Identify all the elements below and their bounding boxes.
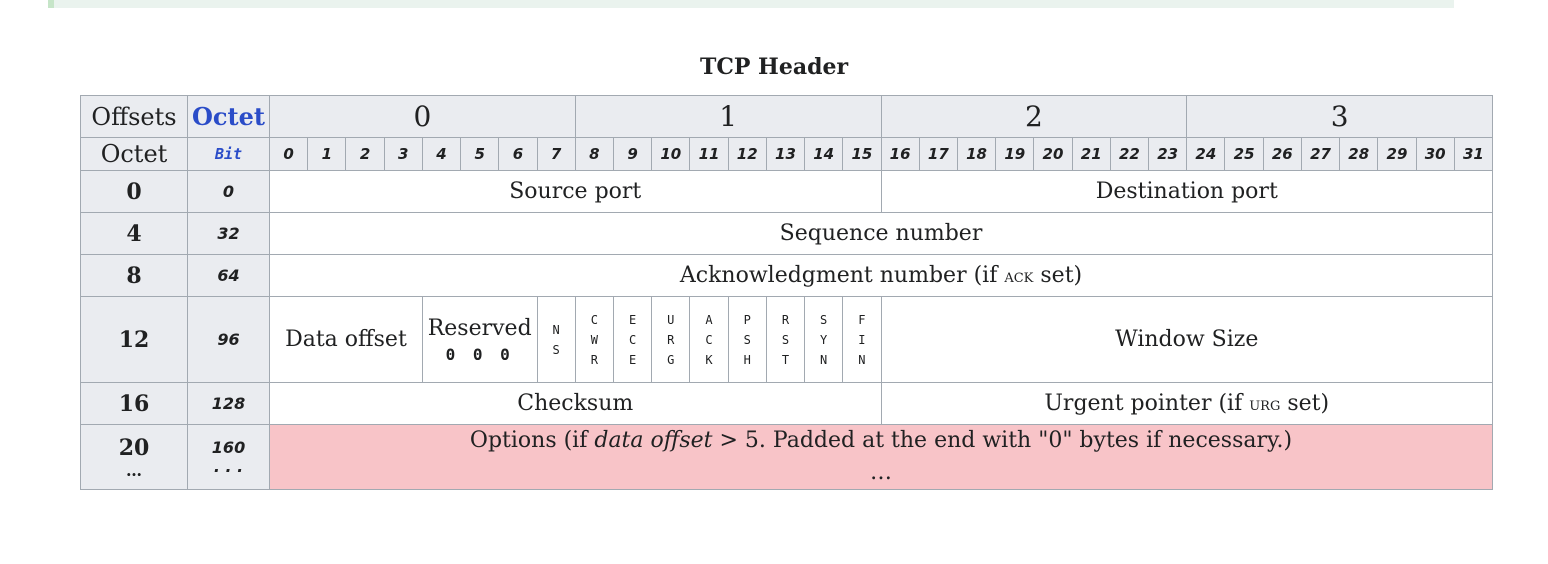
bit-number: 1 [307,137,347,171]
bit-number: 26 [1262,137,1302,171]
reserved-label: Reserved [427,315,532,341]
ack-text: Acknowledgment number (if [679,263,1005,288]
row-octet-8: 8 64 Acknowledgment number (if ack set) [80,254,1493,297]
ack-text-end: set) [1033,263,1083,288]
field-options: Options (if data offset > 5. Padded at t… [269,424,1493,490]
header-row-octets: Offsets Octet 0 1 2 3 [80,95,1493,138]
field-acknowledgment-number: Acknowledgment number (if ack set) [269,254,1493,297]
urg-flag-abbr: urg [1249,394,1281,415]
bit-number: 27 [1300,137,1341,171]
bit-number: 9 [612,137,653,171]
row-octet-20: 20… 160. . . Options (if data offset > 5… [80,424,1493,490]
bit-number: 0 [268,137,309,171]
row-bit-offset: 160. . . [187,424,270,490]
octet-group-3: 3 [1186,95,1493,138]
options-text: Options (if [469,428,595,453]
offsets-label: Offsets [80,95,188,138]
bit-number: 19 [995,137,1035,171]
header-row-bits: Octet Bit 0 1 2 3 4 5 6 7 8 9 10 11 12 1… [80,137,1494,171]
urg-text: Urgent pointer (if [1044,391,1250,416]
field-window-size: Window Size [880,296,1493,383]
octet-link[interactable]: Octet [187,95,270,138]
bit-number: 6 [498,137,538,171]
row-bit-offset: 96 [187,296,270,383]
bit-number: 22 [1109,137,1150,171]
bit-number: 11 [689,137,729,171]
bit-number: 4 [421,137,462,171]
bit-number: 12 [727,137,767,171]
row-octet-16: 16 128 Checksum Urgent pointer (if urg s… [80,382,1493,425]
row-octet-offset: 4 [80,212,188,255]
row-octet-offset: 8 [80,254,188,297]
row-bit-offset: 64 [187,254,270,297]
bit-number: 28 [1339,137,1379,171]
row-bit-offset: 0 [187,170,270,213]
row-bit-offset: 32 [187,212,270,255]
bit-number: 18 [956,137,997,171]
bit-number: 30 [1415,137,1455,171]
urg-text-end: set) [1280,391,1330,416]
bit-number: 14 [804,137,844,171]
options-text-end: > 5. Padded at the end with "0" bytes if… [712,428,1293,453]
bit-number: 7 [536,137,576,171]
table-caption: TCP Header [699,54,849,80]
tcp-header-table: Offsets Octet 0 1 2 3 Octet Bit 0 1 2 3 … [80,95,1494,490]
options-continued: … [870,460,892,485]
octet-group-1: 1 [574,95,882,138]
row-octet-4: 4 32 Sequence number [80,212,1493,255]
bit-number: 10 [651,137,691,171]
options-data-offset: data offset [594,428,713,453]
field-data-offset: Data offset [269,296,423,383]
field-source-port: Source port [269,170,882,213]
field-sequence-number: Sequence number [269,212,1493,255]
row-octet-offset: 12 [80,296,188,383]
field-reserved: Reserved 0 0 0 [421,296,538,383]
bit-number: 8 [574,137,614,171]
field-destination-port: Destination port [880,170,1493,213]
bit-number: 3 [383,137,423,171]
bit-link[interactable]: Bit [187,137,270,171]
bit-number: 20 [1033,137,1073,171]
bit-number: 29 [1377,137,1417,171]
octet-group-0: 0 [269,95,576,138]
row-octet-offset: 16 [80,382,188,425]
reserved-bits: 0 0 0 [445,344,514,364]
bit-number: 31 [1453,137,1494,171]
row-octet-offset: 20… [80,424,188,490]
bit-number: 13 [765,137,806,171]
bit-number: 23 [1148,137,1188,171]
bit-number: 25 [1224,137,1264,171]
octet-label: Octet [80,137,188,171]
bit-number: 2 [345,137,385,171]
bit-number: 15 [842,137,882,171]
row-bit-offset: 128 [187,382,270,425]
ack-flag-abbr: ack [1004,266,1034,287]
bit-number: 24 [1186,137,1226,171]
field-urgent-pointer: Urgent pointer (if urg set) [880,382,1493,425]
bit-number: 16 [880,137,920,171]
bit-number: 5 [460,137,500,171]
bit-number: 21 [1071,137,1111,171]
bit-number: 17 [918,137,958,171]
top-band [48,0,1454,8]
octet-group-2: 2 [880,95,1188,138]
row-octet-offset: 0 [80,170,188,213]
row-octet-0: 0 0 Source port Destination port [80,170,1493,213]
field-checksum: Checksum [269,382,882,425]
